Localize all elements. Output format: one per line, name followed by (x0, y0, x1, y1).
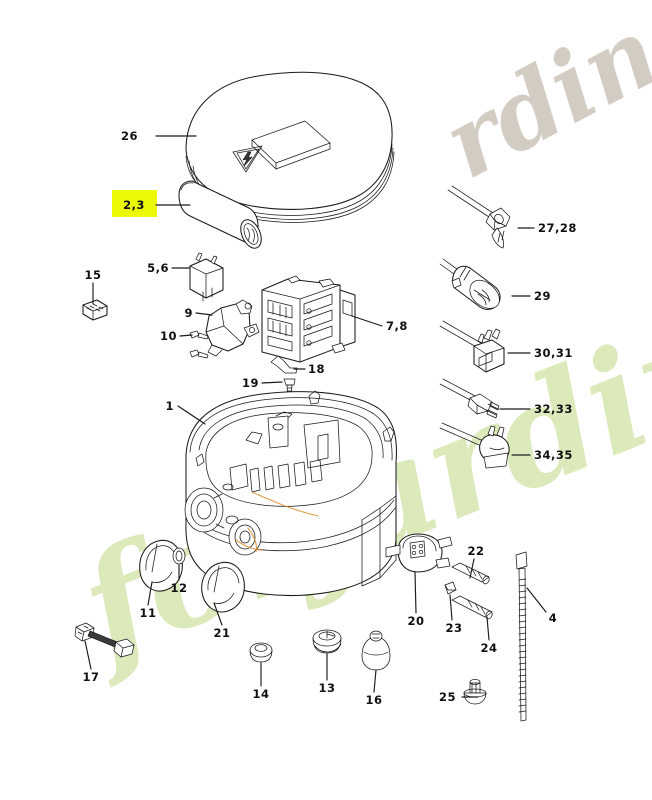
part-power-cord-uk-plug (439, 320, 505, 373)
callout-label-4: 4 (549, 611, 558, 625)
callout-label-11: 11 (139, 606, 156, 620)
callout-label-17: 17 (82, 670, 99, 684)
part-hose-fitting-upper (451, 562, 490, 585)
callout-label-30-31: 30,31 (534, 346, 573, 360)
callout-label-14: 14 (252, 687, 269, 701)
part-drain-valve (463, 679, 487, 705)
part-knob-small (201, 561, 245, 613)
callout-label-18: 18 (308, 362, 325, 376)
part-clip-bracket (270, 355, 298, 374)
part-valve-head-bracket (205, 299, 260, 357)
part-relay-starter (189, 252, 224, 302)
callout-label-2-3: 2,3 (123, 198, 145, 212)
callout-label-22: 22 (467, 544, 484, 558)
callout-label-24: 24 (480, 641, 497, 655)
part-power-cord-schuko-plug (447, 185, 511, 249)
part-nut-fitting (444, 581, 457, 595)
callout-label-26: 26 (121, 129, 138, 143)
callout-label-7-8: 7,8 (386, 319, 408, 333)
part-screw-set (189, 330, 209, 359)
callout-label-1: 1 (165, 399, 174, 413)
callout-label-9: 9 (184, 306, 193, 320)
leader-lines (84, 135, 547, 698)
callout-label-13: 13 (318, 681, 335, 695)
callout-label-10: 10 (160, 329, 177, 343)
part-rubber-bumper (361, 630, 391, 671)
part-power-cord-euro-plug (439, 378, 500, 419)
callout-label-32-33: 32,33 (534, 402, 573, 416)
part-pressure-switch (385, 533, 453, 573)
part-rubber-foot (312, 629, 342, 654)
callout-label-16: 16 (365, 693, 382, 707)
part-power-cord-industrial-plug (439, 258, 501, 310)
part-cable-tie (515, 551, 528, 722)
part-motor-terminal-block (261, 275, 356, 363)
part-hose-fitting-lower (451, 595, 493, 620)
part-terminal-connector (82, 299, 108, 321)
callout-label-19: 19 (242, 376, 259, 390)
callout-label-15: 15 (84, 268, 101, 282)
callout-highlight-2-3 (112, 190, 157, 217)
part-latch-handle (74, 622, 135, 658)
part-rubber-grommet-small (249, 642, 273, 663)
callout-label-27-28: 27,28 (538, 221, 577, 235)
callout-label-23: 23 (445, 621, 462, 635)
callout-label-12: 12 (170, 581, 187, 595)
callout-label-29: 29 (534, 289, 551, 303)
part-power-cord-angled-plug (439, 422, 510, 469)
callout-labels: 26 2,3 5,6 15 9 10 7,8 18 19 1 11 12 21 … (82, 129, 576, 707)
callout-label-20: 20 (407, 614, 424, 628)
part-main-housing-tank (184, 390, 397, 597)
callout-label-5-6: 5,6 (147, 261, 169, 275)
callout-label-21: 21 (213, 626, 230, 640)
callout-label-34-35: 34,35 (534, 448, 573, 462)
warning-triangle-icon (232, 145, 263, 173)
part-o-ring (172, 547, 186, 565)
watermark-tan-text: rdin.com (426, 0, 652, 200)
callout-label-25: 25 (439, 690, 456, 704)
part-capacitor (178, 180, 262, 249)
